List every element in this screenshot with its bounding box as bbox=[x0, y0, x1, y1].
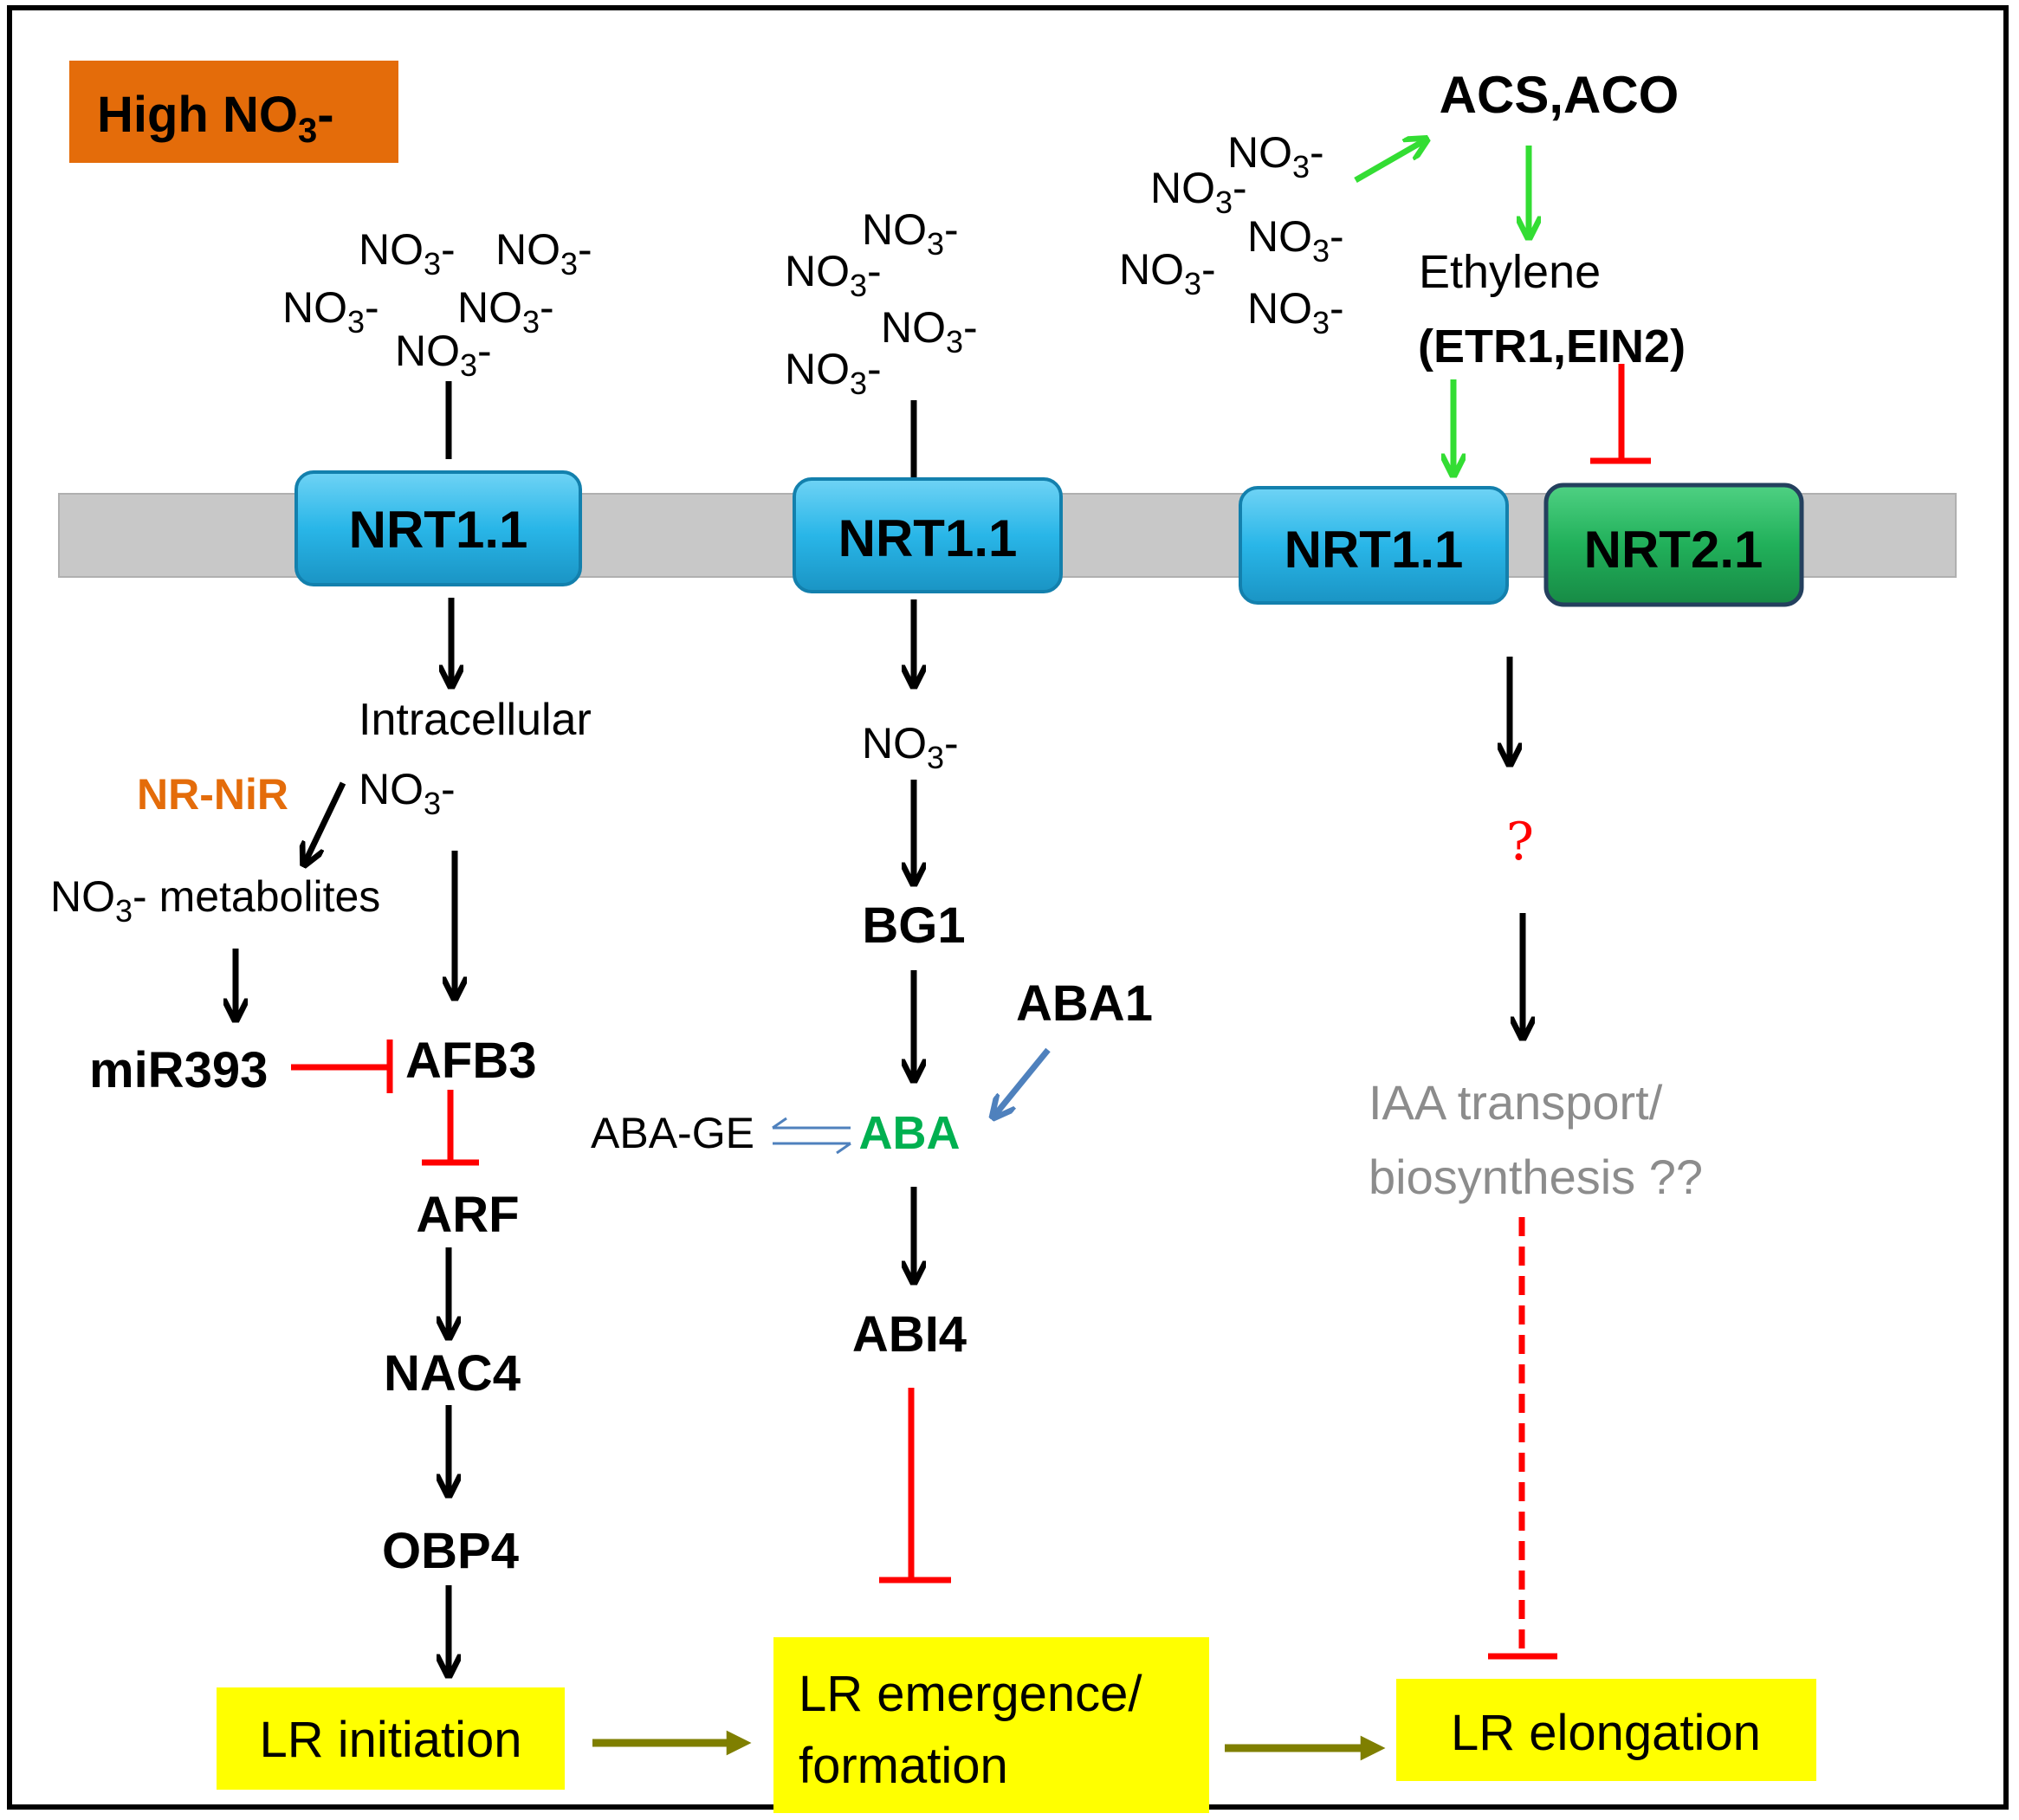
arf-node: ARF bbox=[416, 1187, 519, 1243]
afb3-node: AFB3 bbox=[405, 1033, 536, 1089]
nitrate-ions-right: NO3- NO3- NO3- NO3- NO3- bbox=[1119, 128, 1344, 340]
svg-text:NO3-: NO3- bbox=[862, 205, 959, 262]
svg-text:NO3-: NO3- bbox=[785, 247, 882, 303]
nrt11-label-right: NRT1.1 bbox=[1285, 521, 1464, 579]
condition-badge-label: High NO3- bbox=[97, 87, 334, 150]
aba1-node: ABA1 bbox=[1016, 975, 1153, 1032]
svg-text:NO3-: NO3- bbox=[1247, 284, 1344, 340]
cytosolic-nitrate: NO3- bbox=[862, 719, 959, 775]
lr-elongation-label: LR elongation bbox=[1451, 1705, 1761, 1761]
aba-ge-equilibrium-arrows bbox=[772, 1117, 851, 1155]
aba-ge-node: ABA-GE bbox=[591, 1109, 754, 1157]
intracellular-nitrate: NO3- bbox=[359, 765, 456, 821]
svg-text:NO3-: NO3- bbox=[881, 303, 978, 359]
nrt11-transporter-left bbox=[294, 470, 582, 586]
lr-emergence-box bbox=[773, 1637, 1209, 1813]
iaa-biosynthesis-label: biosynthesis ?? bbox=[1369, 1150, 1703, 1204]
ethylene-node: Ethylene bbox=[1419, 246, 1601, 298]
iaa-transport-label: IAA transport/ bbox=[1369, 1075, 1663, 1130]
nitrate-ions-middle: NO3- NO3- NO3- NO3- bbox=[785, 205, 978, 401]
arrow-aba1-to-aba bbox=[994, 1047, 1051, 1116]
nrt21-label: NRT2.1 bbox=[1584, 521, 1763, 579]
nrt21-transporter bbox=[1543, 483, 1804, 607]
svg-text:NO3-: NO3- bbox=[282, 283, 379, 340]
lr-initiation-box bbox=[217, 1687, 565, 1790]
nitrate-metabolites: NO3- metabolites bbox=[50, 872, 380, 929]
nac4-node: NAC4 bbox=[384, 1345, 521, 1402]
svg-text:NO3-: NO3- bbox=[1119, 245, 1216, 301]
lr-initiation-label: LR initiation bbox=[259, 1712, 521, 1768]
ethylene-receptors: (ETR1,EIN2) bbox=[1418, 321, 1686, 372]
lr-elongation-box bbox=[1396, 1679, 1816, 1781]
nitrate-ions-left: NO3- NO3- NO3- NO3- NO3- bbox=[282, 225, 592, 383]
intracellular-label: Intracellular bbox=[359, 695, 592, 745]
bg1-node: BG1 bbox=[862, 897, 965, 954]
svg-text:NO3-: NO3- bbox=[1227, 128, 1324, 185]
svg-text:NO3-: NO3- bbox=[359, 225, 456, 282]
mir393-node: miR393 bbox=[89, 1042, 268, 1098]
nrt11-transporter-right bbox=[1239, 486, 1509, 605]
svg-text:NO3-: NO3- bbox=[1150, 164, 1247, 220]
svg-text:NO3-: NO3- bbox=[785, 345, 882, 401]
nrt11-label-left: NRT1.1 bbox=[349, 501, 528, 559]
svg-text:NO3-: NO3- bbox=[1247, 212, 1344, 269]
nrt11-transporter-middle bbox=[793, 477, 1063, 593]
nr-nir-enzyme: NR-NiR bbox=[137, 770, 288, 819]
svg-text:NO3-: NO3- bbox=[495, 225, 592, 282]
arrow-to-metabolites bbox=[305, 781, 346, 863]
lr-emergence-label: LR emergence/ bbox=[799, 1666, 1142, 1722]
svg-text:NO3-: NO3- bbox=[395, 327, 492, 383]
aba-node: ABA bbox=[859, 1107, 961, 1159]
obp4-node: OBP4 bbox=[382, 1523, 519, 1579]
abi4-node: ABI4 bbox=[852, 1306, 967, 1363]
unknown-step-marker: ? bbox=[1506, 812, 1534, 872]
nrt11-label-middle: NRT1.1 bbox=[838, 509, 1018, 567]
arrow-nitrate-to-acs bbox=[1354, 140, 1425, 184]
svg-text:NO3-: NO3- bbox=[457, 283, 554, 340]
condition-badge bbox=[69, 61, 398, 163]
acs-aco-node: ACS,ACO bbox=[1440, 66, 1679, 124]
lr-formation-label: formation bbox=[799, 1738, 1008, 1794]
